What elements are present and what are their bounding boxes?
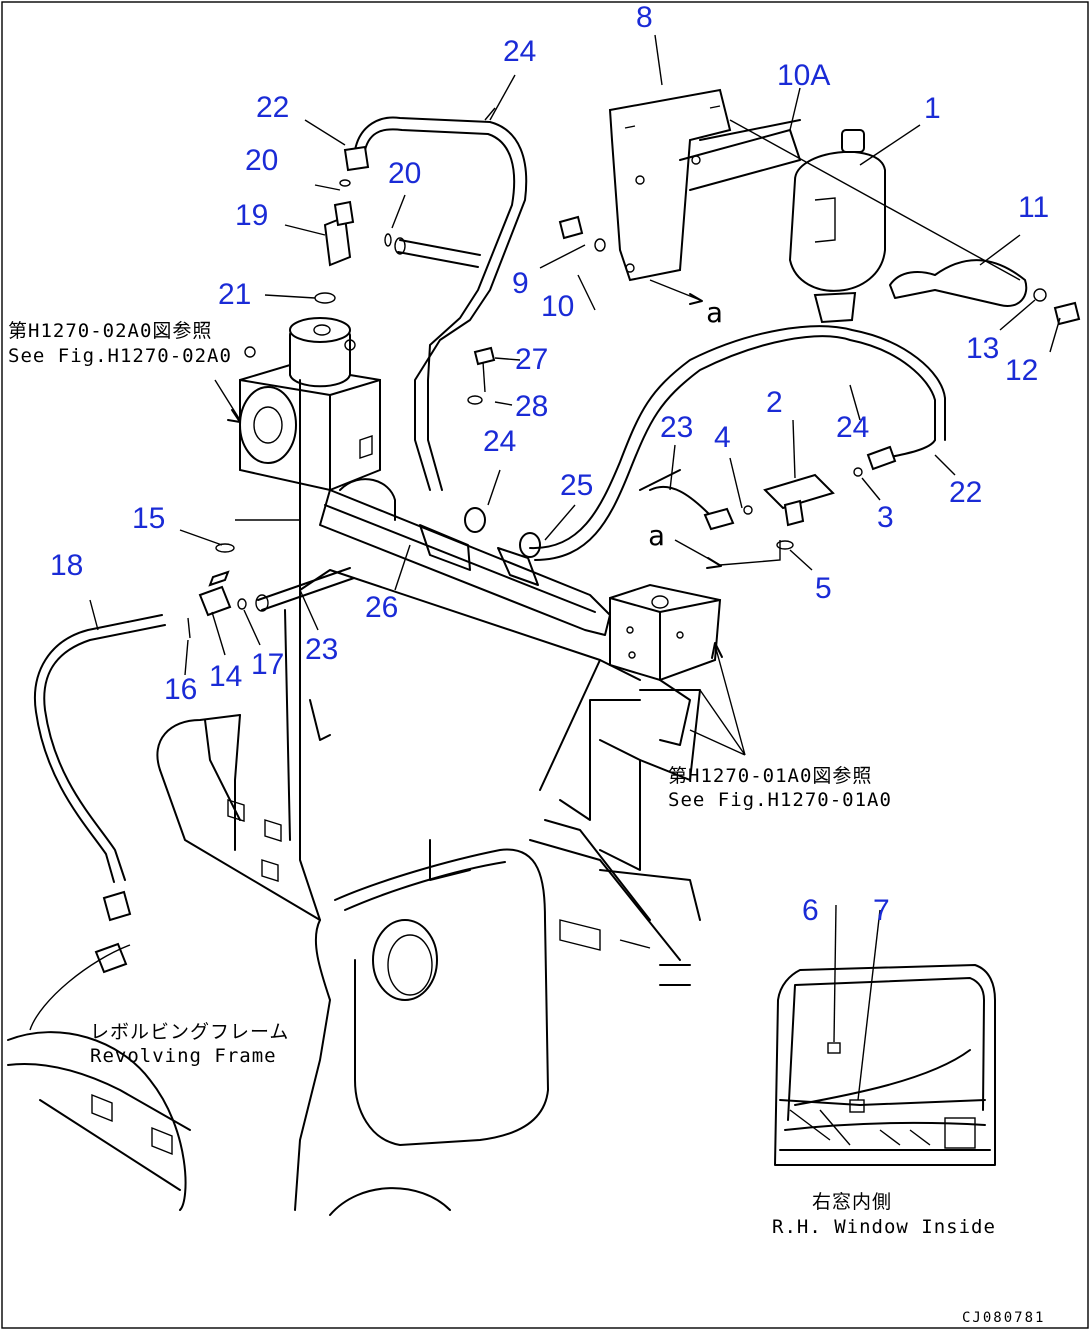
callout-22a: 22 [256,91,289,124]
revolving-frame-outline [7,1031,451,1216]
callout-8: 8 [636,1,653,34]
callout-16: 16 [164,673,197,706]
callout-14: 14 [209,660,242,693]
accumulator-band [889,259,1081,326]
callout-17: 17 [251,648,284,681]
callout-7: 7 [873,894,890,927]
callouts: 1 2 3 4 5 6 7 8 9 10 10A 11 12 13 14 15 … [50,1,1049,927]
callout-22b: 22 [949,476,982,509]
callout-28: 28 [515,390,548,423]
cross-tube-assembly [319,478,611,636]
callout-3: 3 [877,501,894,534]
note-ref-01a0-jp: 第H1270-01A0図参照 [668,765,872,787]
note-ref-02a0-jp: 第H1270-02A0図参照 [8,320,212,342]
callout-11: 11 [1018,191,1049,224]
solenoid-valve-block [239,317,381,561]
callout-1: 1 [924,92,941,125]
note-frame-jp: レボルビングフレーム [90,1021,289,1043]
pipe-20 [394,237,481,268]
leader-lines [29,34,1061,1031]
elbow-fitting-14 [198,570,232,617]
valve-block [609,583,722,746]
note-ref-02a0-en: See Fig.H1270-02A0 [8,345,232,367]
marker-a-lower: a [648,519,666,552]
cab-window-inset [774,904,996,1166]
callout-5: 5 [815,572,832,605]
bracket-plate [608,88,1021,282]
small-parts [187,179,794,639]
callout-23a: 23 [660,411,693,444]
callout-24b: 24 [836,411,869,444]
note-window-jp: 右窓内側 [812,1191,892,1213]
note-ref-01a0-en: See Fig.H1270-01A0 [668,789,892,811]
accumulator [788,129,886,324]
callout-20a: 20 [245,144,278,177]
callout-2: 2 [766,386,783,419]
note-window-en: R.H. Window Inside [772,1216,996,1238]
callout-24a: 24 [503,35,536,68]
callout-12: 12 [1005,354,1038,387]
callout-13: 13 [966,332,999,365]
drawing-code: CJ080781 [962,1310,1045,1326]
reference-arrows [214,279,781,756]
callout-19: 19 [235,199,268,232]
callout-23b: 23 [305,633,338,666]
callout-10a: 10A [777,59,830,92]
callout-27: 27 [515,343,548,376]
marker-a-upper: a [706,296,724,329]
callout-24c: 24 [483,425,516,458]
callout-21: 21 [218,278,251,311]
note-frame-en: Revolving Frame [90,1045,277,1067]
hose-22-right [866,439,936,471]
hose-22-24-top [343,107,528,491]
callout-10: 10 [541,290,574,323]
fittings [323,200,863,531]
callout-4: 4 [714,421,731,454]
callout-6: 6 [802,894,819,927]
callout-15: 15 [132,502,165,535]
pipe-23-left [255,567,355,612]
callout-18: 18 [50,549,83,582]
hose-18 [34,614,166,974]
callout-9: 9 [512,267,529,300]
boom-bracket-structure [156,559,701,1211]
callout-26: 26 [365,591,398,624]
callout-20b: 20 [388,157,421,190]
callout-25: 25 [560,469,593,502]
reference-notes: 第H1270-02A0図参照 See Fig.H1270-02A0 第H1270… [8,296,1045,1326]
